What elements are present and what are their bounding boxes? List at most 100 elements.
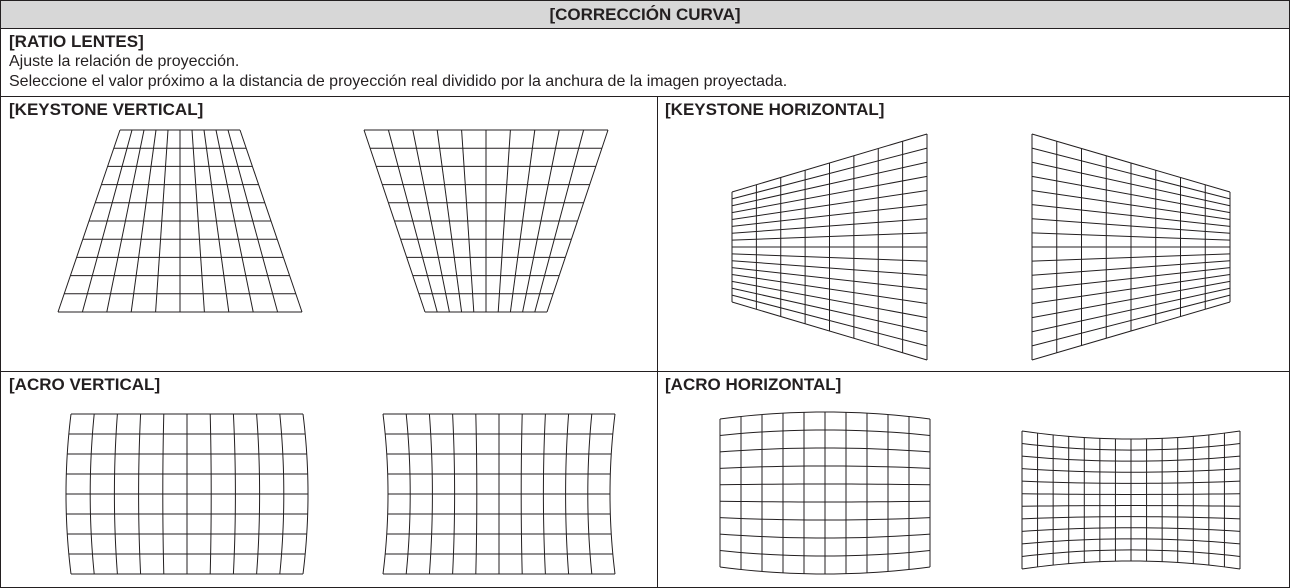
grid-col-line	[405, 413, 411, 575]
grid-row-line	[719, 429, 931, 436]
grid-row-line	[719, 411, 931, 420]
grid-row-line	[1031, 280, 1231, 319]
grid-col-line	[215, 129, 254, 313]
grid-col-line	[191, 129, 205, 313]
arco-horizontal-grid-concave	[1021, 430, 1241, 570]
grid-row-line	[731, 260, 928, 276]
grid-col-line	[302, 413, 309, 575]
divider-middle	[1, 371, 1289, 372]
grid-row-line	[1031, 301, 1231, 361]
grid-row-line	[1031, 287, 1231, 333]
arco-horizontal-title: [ACRO HORIZONTAL]	[665, 375, 842, 394]
grid-col-line	[436, 129, 463, 313]
grid-col-line	[542, 413, 546, 575]
grid-col-line	[89, 413, 95, 575]
grid-col-line	[232, 413, 236, 575]
grid-col-line	[209, 413, 212, 575]
grid-col-line	[130, 129, 157, 313]
grid-col-line	[227, 129, 279, 313]
grid-row-line	[719, 533, 931, 539]
grid-row-line	[731, 280, 928, 319]
grid-col-line	[239, 129, 303, 313]
grid-row-line	[731, 161, 928, 207]
grid-col-line	[203, 129, 230, 313]
grid-row-line	[1021, 455, 1241, 462]
grid-row-line	[1031, 175, 1231, 214]
grid-row-line	[719, 500, 931, 503]
grid-col-line	[587, 413, 593, 575]
grid-col-line	[452, 413, 456, 575]
grid-row-line	[731, 287, 928, 333]
grid-row-line	[719, 483, 931, 486]
grid-row-line	[1021, 505, 1241, 507]
grid-col-line	[138, 413, 142, 575]
grid-row-line	[1031, 190, 1231, 220]
grid-row-line	[719, 566, 931, 575]
grid-row-line	[1021, 493, 1241, 495]
divider-vertical	[657, 96, 658, 588]
ratio-line-1: Ajuste la relación de proyección.	[9, 53, 240, 70]
grid-col-line	[522, 129, 560, 313]
grid-row-line	[719, 550, 931, 557]
grid-col-line	[520, 413, 523, 575]
grid-row-line	[1021, 560, 1241, 570]
ratio-lentes-section: [RATIO LENTES] Ajuste la relación de pro…	[9, 32, 1279, 92]
grid-row-line	[1031, 267, 1231, 290]
grid-row-line	[731, 232, 928, 241]
grid-row-line	[1031, 161, 1231, 207]
grid-col-line	[279, 413, 285, 575]
grid-row-line	[1021, 443, 1241, 451]
grid-row-line	[731, 274, 928, 304]
grid-row-line	[1021, 538, 1241, 545]
grid-col-line	[509, 129, 536, 313]
keystone-vertical-grid-narrow-top	[57, 129, 303, 313]
grid-row-line	[1031, 294, 1231, 347]
grid-row-line	[1031, 253, 1231, 262]
grid-row-line	[719, 447, 931, 453]
grid-col-line	[57, 129, 121, 313]
arco-vertical-title: [ACRO VERTICAL]	[9, 375, 161, 394]
grid-row-line	[731, 175, 928, 214]
divider-ratio	[1, 96, 1289, 97]
grid-row-line	[731, 267, 928, 290]
grid-col-line	[387, 129, 438, 313]
grid-col-line	[162, 413, 165, 575]
grid-col-line	[65, 413, 72, 575]
grid-col-line	[475, 413, 478, 575]
arco-vertical-grid-convex	[65, 413, 309, 575]
grid-row-line	[731, 204, 928, 227]
keystone-vertical-title: [KEYSTONE VERTICAL]	[9, 100, 204, 119]
grid-row-line	[719, 517, 931, 521]
grid-col-line	[546, 129, 609, 313]
keystone-vertical-grid-narrow-bottom	[363, 129, 609, 313]
grid-col-line	[113, 413, 118, 575]
grid-col-line	[106, 129, 145, 313]
keystone-horizontal-grid-narrow-right	[1031, 133, 1231, 361]
grid-col-line	[155, 129, 169, 313]
header-title: [CORRECCIÓN CURVA]	[549, 4, 741, 24]
grid-row-line	[1031, 133, 1231, 193]
grid-row-line	[731, 294, 928, 347]
grid-col-line	[609, 413, 616, 575]
grid-row-line	[1021, 468, 1241, 473]
grid-col-line	[412, 129, 450, 313]
grid-row-line	[1021, 430, 1241, 440]
grid-row-line	[1031, 204, 1231, 227]
grid-col-line	[81, 129, 133, 313]
ratio-title: [RATIO LENTES]	[9, 32, 144, 51]
grid-row-line	[1021, 527, 1241, 532]
grid-col-line	[256, 413, 261, 575]
grid-row-line	[1031, 218, 1231, 234]
grid-col-line	[534, 129, 585, 313]
grid-col-line	[382, 413, 389, 575]
grid-row-line	[731, 218, 928, 234]
table-header: [CORRECCIÓN CURVA]	[1, 1, 1289, 29]
grid-row-line	[1021, 549, 1241, 557]
grid-row-line	[731, 133, 928, 193]
grid-row-line	[719, 465, 931, 469]
ratio-line-2: Seleccione el valor próximo a la distanc…	[9, 73, 788, 90]
arco-horizontal-grid-convex	[719, 411, 931, 575]
grid-col-line	[363, 129, 426, 313]
grid-col-line	[565, 413, 570, 575]
